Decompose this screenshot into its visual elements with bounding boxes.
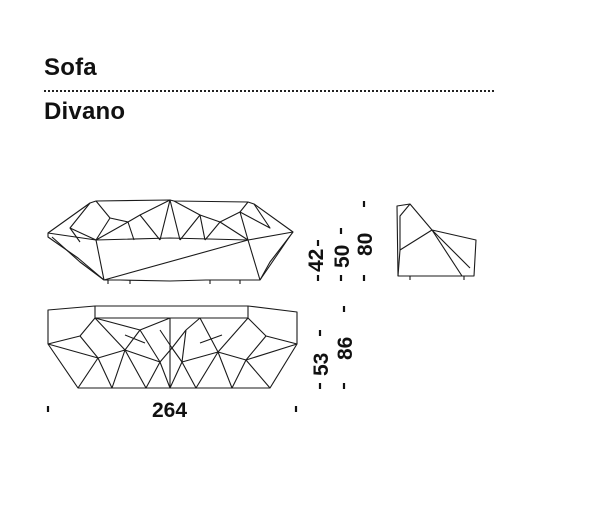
arm-height-label: 50 xyxy=(331,244,354,268)
total-depth-label: 86 xyxy=(334,336,357,360)
side-elevation xyxy=(396,203,477,280)
seat-height-label: 42 xyxy=(305,248,328,272)
front-elevation xyxy=(47,199,294,284)
total-height-label: 80 xyxy=(354,232,377,256)
plan-view xyxy=(47,305,298,389)
title-english: Sofa xyxy=(44,54,97,81)
title-italian: Divano xyxy=(44,98,126,125)
seat-depth-label: 53 xyxy=(310,352,333,376)
dotted-divider xyxy=(44,90,494,92)
dimension-ticks xyxy=(46,201,366,412)
width-label: 264 xyxy=(152,399,188,422)
